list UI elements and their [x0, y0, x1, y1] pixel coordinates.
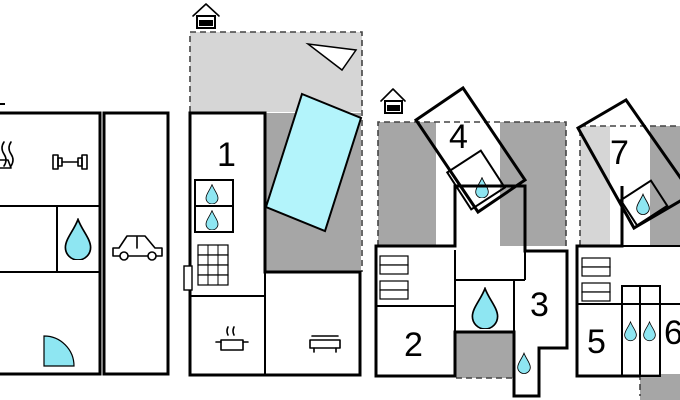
water-drop-icon — [643, 321, 656, 342]
stairs-icon — [197, 244, 229, 286]
cooking-pot-icon — [215, 326, 249, 351]
water-drop-icon — [636, 193, 650, 215]
car-icon — [112, 235, 163, 261]
water-drop-icon — [205, 210, 219, 230]
water-drop-icon — [471, 287, 499, 329]
water-drop-icon — [517, 352, 531, 374]
building-unit-5-6-7: 7 5 6 — [575, 98, 680, 400]
water-drop-icon — [205, 184, 219, 204]
water-drop-icon — [64, 218, 92, 260]
pool — [264, 92, 363, 233]
unit-label-3: 3 — [530, 286, 549, 324]
house-icon — [380, 88, 406, 114]
building-unit-1: 1 — [183, 3, 363, 377]
house-icon — [192, 3, 220, 29]
unit-label-4: 4 — [449, 118, 468, 156]
unit-label-6: 6 — [664, 314, 680, 352]
sauna-icon — [0, 141, 14, 169]
building-unit-2-3-4: 4 2 3 — [374, 85, 569, 398]
stairs-icon — [581, 257, 611, 302]
water-drop-icon — [624, 321, 637, 342]
unit-label-5: 5 — [587, 323, 606, 361]
shower-corner-icon — [43, 335, 75, 367]
stairs-icon — [379, 255, 409, 300]
water-drop-icon — [475, 177, 489, 198]
unit-label-1: 1 — [217, 136, 236, 174]
unit-label-7: 7 — [610, 134, 629, 172]
compass-icon — [305, 42, 358, 72]
left-building — [0, 103, 170, 376]
gym-icon — [52, 154, 88, 170]
sofa-icon — [309, 335, 341, 353]
unit-label-2: 2 — [404, 326, 423, 364]
